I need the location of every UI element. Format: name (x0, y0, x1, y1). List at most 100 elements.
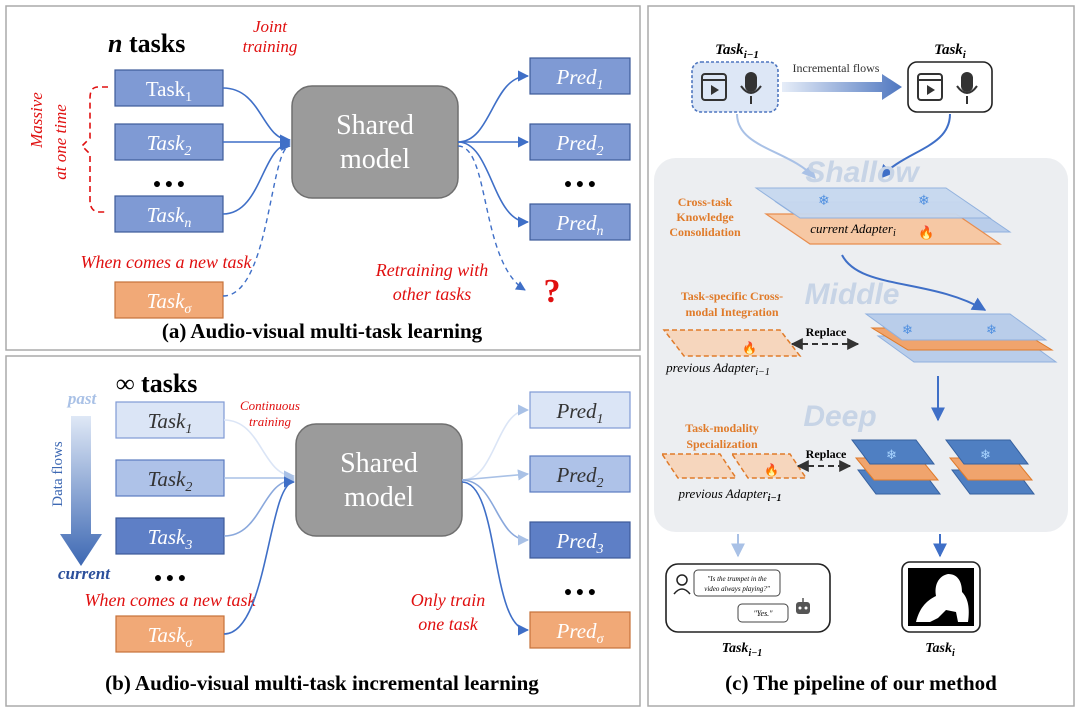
middle-previous-adapter (662, 329, 802, 357)
user-icon (676, 574, 688, 586)
massive-label-2: at one time (51, 104, 70, 180)
answer-bubble-text: "Yes." (753, 609, 773, 618)
task-cur-icon (907, 61, 993, 113)
panel-b-title: (b) Audio-visual multi-task incremental … (105, 671, 539, 695)
pred-2-label: Pred2 (555, 131, 603, 159)
pred-2-box: Pred2 (529, 123, 631, 161)
pred-sigma-label: Predσ (556, 619, 605, 647)
snowflake-icon-4: ❄ (986, 322, 997, 337)
flame-icon-1: 🔥 (918, 225, 934, 240)
massive-label-1: Massive (27, 92, 46, 149)
snowflake-icon-2: ❄ (918, 194, 930, 209)
deep-previous-adapter-1 (660, 453, 738, 479)
deep-layer-stack: ❄ ❄ (851, 439, 1035, 495)
task-cur-label: Taski (934, 42, 967, 61)
continuous-label-1: Continuous (240, 398, 300, 413)
shared-model-a-line2: model (340, 144, 410, 175)
pred-b1-box: Pred1 (529, 391, 631, 429)
task-prev-label: Taski−1 (715, 42, 759, 61)
task-1-label: Task1 (146, 77, 192, 105)
pred-n-label: Predn (555, 211, 603, 239)
pred-b3-label: Pred3 (555, 529, 603, 557)
task-1-box: Task1 (114, 69, 224, 107)
continuous-label-2: training (249, 414, 291, 429)
video-clip-icon (701, 73, 727, 101)
shared-model-a (291, 85, 459, 199)
arrow-cur-shallow (879, 113, 951, 180)
pipeline-background (654, 158, 1068, 532)
task-n-box: Taskn (114, 195, 224, 233)
question-bubble-line2: video always playing?" (704, 585, 770, 593)
shared-model-a-line1: Shared (336, 110, 414, 141)
data-flows-arrow (60, 416, 102, 566)
task-prev-icon (691, 61, 779, 113)
robot-icon (796, 602, 810, 614)
out-prev-label: Taski−1 (722, 641, 763, 659)
task-modality-label-1: Task-modality (685, 421, 759, 435)
arrow-tasksigma-shared (222, 141, 291, 297)
replace-label-deep: Replace (806, 447, 847, 461)
incremental-flow-arrow (782, 74, 902, 100)
pred-ellipsis-b: ● ● ● (564, 585, 596, 600)
panel-b-header: ∞ tasks (116, 369, 197, 398)
pred-b2-label: Pred2 (555, 463, 603, 491)
arrow-shared-predn (457, 141, 530, 228)
new-task-label-a: When comes a new task (81, 252, 253, 272)
panel-a: n tasks Joint training Massive at one ti… (5, 5, 641, 351)
arrow-bsigma-shared (223, 476, 296, 635)
qa-output-card: "Is the trumpet in the video always play… (665, 563, 831, 633)
incremental-flows-label: Incremental flows (793, 61, 880, 75)
flame-icon-3: 🔥 (764, 463, 779, 477)
task-modality-label-2: Specialization (686, 437, 758, 451)
replace-label-middle: Replace (806, 325, 847, 339)
arrow-shared-predb3 (461, 479, 530, 546)
new-task-label-b: When comes a new task (85, 590, 257, 610)
shared-model-b-line2: model (344, 482, 414, 513)
out-cur-label: Taski (925, 641, 955, 659)
pred-sigma-box: Predσ (529, 611, 631, 649)
pred-1-box: Pred1 (529, 57, 631, 95)
panel-b: ∞ tasks past Data flows current Continuo… (5, 355, 641, 707)
segmentation-output-card (901, 561, 981, 633)
snowflake-icon-1: ❄ (818, 194, 830, 209)
pred-ellipsis-a: ● ● ● (564, 177, 596, 192)
panel-c-title: (c) The pipeline of our method (725, 671, 997, 695)
answer-bubble (737, 603, 789, 623)
cross-task-label-1: Cross-task (678, 195, 733, 209)
task-sigma-box-b: Taskσ (115, 615, 225, 653)
task-b1-box: Task1 (115, 401, 225, 439)
shared-model-b (295, 423, 463, 537)
task-b3-label: Task3 (148, 525, 193, 553)
panel-c: Taski−1 Taski Incremental flows Sha (647, 5, 1075, 707)
arrow-shared-predb1 (461, 404, 530, 481)
middle-previous-adapter-label: previous Adapteri−1 (665, 360, 770, 378)
joint-training-label-2: training (243, 37, 298, 56)
microphone-icon (745, 72, 757, 92)
shallow-layer-stack: ❄ ❄ 🔥 (754, 187, 1012, 245)
past-label: past (66, 389, 98, 408)
current-label: current (58, 564, 111, 583)
retrain-label-2: other tasks (393, 284, 472, 304)
pred-b3-box: Pred3 (529, 521, 631, 559)
pred-n-box: Predn (529, 203, 631, 241)
task-specific-label-1: Task-specific Cross- (681, 289, 783, 303)
task-specific-label-2: modal Integration (686, 305, 779, 319)
task-b1-label: Task1 (148, 409, 193, 437)
snowflake-icon-3: ❄ (902, 322, 913, 337)
arrow-prev-shallow (736, 113, 816, 180)
arrow-shared-pred1 (457, 70, 530, 143)
snowflake-icon-5: ❄ (886, 447, 897, 462)
pred-1-label: Pred1 (555, 65, 603, 93)
panel-a-header: n tasks (108, 29, 185, 58)
cross-task-label-2: Knowledge (676, 210, 734, 224)
segmentation-mask (916, 574, 969, 622)
video-clip-icon-2 (917, 73, 943, 101)
current-adapter-label: current Adapteri (810, 221, 896, 239)
task-sigma-label-b: Taskσ (148, 623, 194, 651)
data-flows-label: Data flows (50, 441, 66, 507)
only-train-label-2: one task (418, 614, 478, 634)
panel-a-title: (a) Audio-visual multi-task learning (162, 319, 483, 343)
flame-icon-2: 🔥 (742, 341, 757, 355)
arrow-shallow-middle (841, 254, 987, 311)
